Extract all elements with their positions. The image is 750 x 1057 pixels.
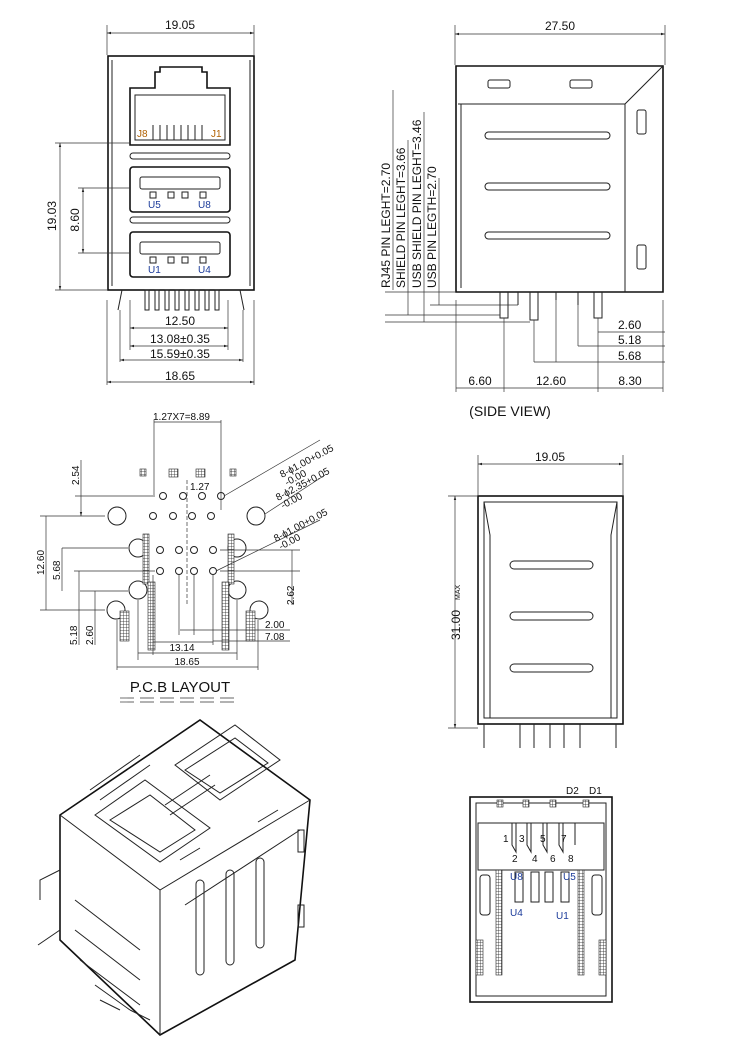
- side-pins: [499, 292, 603, 321]
- dim-13-08: 13.08±0.35: [150, 332, 210, 346]
- dim-7-08: 7.08: [265, 632, 285, 643]
- label-u4-rear: U4: [510, 908, 523, 919]
- label-u8: U8: [198, 200, 211, 211]
- pin-3: 3: [519, 834, 525, 845]
- dim-top-length-max: MAX: [455, 585, 462, 601]
- label-u5-rear: U5: [563, 872, 576, 883]
- dim-12-60: 12.60: [536, 374, 566, 388]
- pcb-layout: 1.27X7=8.89 2.54 1.27 8-ϕ1.00+0.05 -0.00…: [36, 412, 336, 703]
- dim-height: 19.03: [45, 201, 59, 231]
- label-j8: J8: [137, 129, 148, 140]
- rear-view: D2 D1 1 3 5 7 2 4 6 8 U8 U5 U4 U1: [469, 786, 613, 1003]
- dim-5-68-pcb: 5.68: [52, 560, 63, 580]
- dim-2-60-pcb: 2.60: [85, 625, 96, 645]
- dim-8-30: 8.30: [618, 374, 642, 388]
- label-u4: U4: [198, 265, 211, 276]
- dim-top-width: 19.05: [535, 450, 565, 464]
- label-j1: J1: [211, 129, 222, 140]
- pin-5: 5: [540, 834, 546, 845]
- pin-1: 1: [503, 834, 509, 845]
- dim-1-27: 1.27: [190, 482, 210, 493]
- dim-6-60: 6.60: [468, 374, 492, 388]
- dim-12-60-pcb: 12.60: [36, 550, 47, 575]
- front-pins: [117, 289, 245, 311]
- top-body: [477, 495, 624, 725]
- dim-18-65-pcb: 18.65: [174, 657, 199, 668]
- dim-13-14: 13.14: [169, 643, 194, 654]
- dim-width-bottom: 18.65: [165, 369, 195, 383]
- pin-8: 8: [568, 854, 574, 865]
- dim-length: 27.50: [545, 19, 575, 33]
- top-view: 19.05 31.00 MAX: [448, 450, 624, 748]
- dim-5-68: 5.68: [618, 349, 642, 363]
- label-d1: D1: [589, 786, 602, 797]
- isometric-view: [37, 719, 311, 1036]
- dim-5-18: 5.18: [618, 333, 642, 347]
- dim-2-60: 2.60: [618, 318, 642, 332]
- side-view: 27.50 RJ45 PIN LEGHT=2.70 SHIELD PIN LEG…: [379, 19, 666, 419]
- note-shield-pin: SHIELD PIN LEGHT=3.66: [394, 147, 408, 288]
- rear-body: [469, 796, 613, 1003]
- dim-5-18-pcb: 5.18: [69, 625, 80, 645]
- dim-2-62: 2.62: [286, 585, 297, 605]
- pcb-layout-caption: P.C.B LAYOUT: [130, 679, 230, 696]
- pcb-holes: [106, 492, 269, 620]
- dim-top-length: 31.00: [449, 610, 463, 640]
- label-u5: U5: [148, 200, 161, 211]
- label-d2: D2: [566, 786, 579, 797]
- label-u8-rear: U8: [510, 872, 523, 883]
- dim-pitch: 1.27X7=8.89: [153, 412, 210, 423]
- label-u1-rear: U1: [556, 911, 569, 922]
- note-rj45-pin: RJ45 PIN LEGHT=2.70: [379, 163, 393, 288]
- dim-2-00: 2.00: [265, 620, 285, 631]
- pin-7: 7: [561, 834, 567, 845]
- hole-note-3: 8-ϕ1.00+0.05: [272, 507, 330, 545]
- note-usb-shield-pin: USB SHIELD PIN LEGHT=3.46: [410, 119, 424, 288]
- pin-2: 2: [512, 854, 518, 865]
- usb-port-bottom: [129, 231, 231, 278]
- label-u1: U1: [148, 265, 161, 276]
- dim-usb-pitch: 8.60: [68, 208, 82, 232]
- usb-port-top: [129, 166, 231, 213]
- side-body: [455, 65, 664, 293]
- note-usb-pin: USB PIN LEGTH=2.70: [425, 166, 439, 288]
- rj45-port: [129, 66, 231, 146]
- dim-2-54: 2.54: [71, 465, 82, 485]
- pin-4: 4: [532, 854, 538, 865]
- side-view-caption: (SIDE VIEW): [469, 403, 551, 419]
- dim-width-top: 19.05: [165, 18, 195, 32]
- front-view: 19.05 J8 J1 U5 U8 U1 U4: [45, 18, 255, 385]
- dim-15-59: 15.59±0.35: [150, 347, 210, 361]
- pin-6: 6: [550, 854, 556, 865]
- dim-12-50: 12.50: [165, 314, 195, 328]
- front-body: [107, 55, 255, 291]
